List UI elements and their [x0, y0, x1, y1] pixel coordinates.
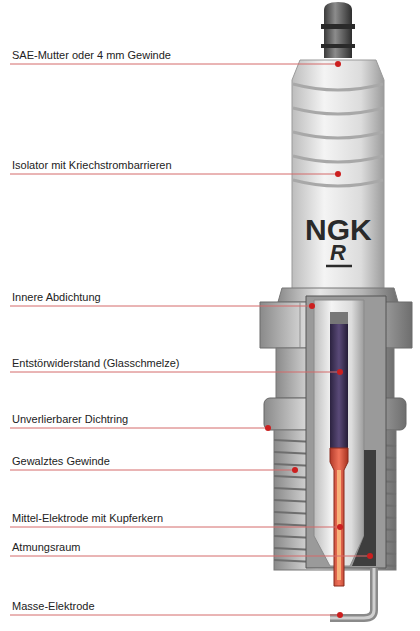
part-label: SAE-Mutter oder 4 mm Gewinde	[12, 49, 171, 62]
brand-lettering: NGK	[305, 215, 372, 245]
brand-lettering: R	[330, 242, 346, 264]
part-label: Masse-Elektrode	[12, 600, 95, 613]
part-label: Innere Abdichtung	[12, 291, 101, 304]
part-label: Atmungsraum	[12, 541, 80, 554]
part-label: Mittel-Elektrode mit Kupferkern	[12, 512, 163, 525]
part-label: Gewalztes Gewinde	[12, 455, 110, 468]
part-label: Isolator mit Kriechstrombarrieren	[12, 159, 172, 172]
part-label: Entstörwiderstand (Glasschmelze)	[12, 357, 180, 370]
part-label: Unverlierbarer Dichtring	[12, 413, 128, 426]
